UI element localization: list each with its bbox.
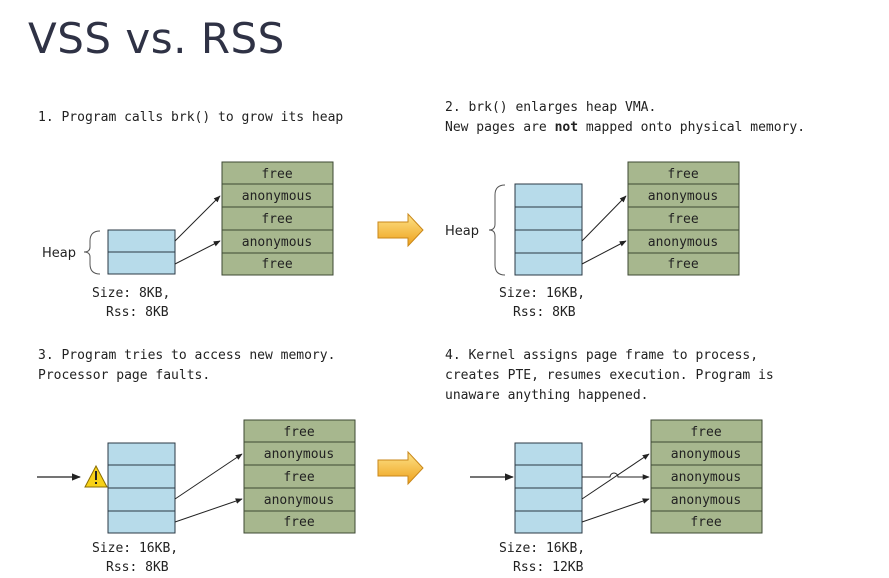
mapping-arrow <box>174 195 221 242</box>
physical-memory-1: free anonymous free anonymous free <box>221 161 334 276</box>
mapping-arrow <box>174 240 221 265</box>
heap-brace-2 <box>488 184 506 276</box>
size-label-4: Size: 16KB, <box>499 541 585 556</box>
heap-brace-1 <box>83 230 101 275</box>
phys3-cell-3: anonymous <box>264 493 334 508</box>
step2-caption-line1: 2. brk() enlarges heap VMA. <box>445 100 656 115</box>
phys3-cell-4: free <box>283 515 314 530</box>
warning-icon <box>84 464 108 488</box>
step3-caption-line1: 3. Program tries to access new memory. <box>38 348 335 363</box>
phys3-cell-2: free <box>283 470 314 485</box>
phys2-cell-3: anonymous <box>648 235 718 250</box>
phys1-cell-0: free <box>261 167 292 182</box>
mapping-arrow <box>581 195 627 242</box>
step4-caption-line1: 4. Kernel assigns page frame to process, <box>445 348 758 363</box>
virtual-heap-1 <box>107 229 176 275</box>
phys2-cell-2: free <box>667 212 698 227</box>
virtual-heap-2 <box>514 183 583 276</box>
heap-label-1: Heap <box>42 246 76 261</box>
virtual-heap-3 <box>107 442 176 534</box>
physical-memory-2: free anonymous free anonymous free <box>627 161 740 276</box>
phys1-cell-2: free <box>261 212 292 227</box>
phys4-cell-3: anonymous <box>671 493 741 508</box>
right-arrow-icon <box>377 212 424 248</box>
phys2-cell-4: free <box>667 257 698 272</box>
physical-memory-4: free anonymous anonymous anonymous free <box>650 419 763 534</box>
mapping-arrow <box>174 498 243 523</box>
virtual-heap-4 <box>514 442 583 534</box>
rss-label-4: Rss: 12KB <box>513 560 584 575</box>
phys4-cell-2: anonymous <box>671 470 741 485</box>
phys2-cell-0: free <box>667 167 698 182</box>
phys2-cell-1: anonymous <box>648 189 718 204</box>
rss-label-1: Rss: 8KB <box>106 305 169 320</box>
heap-label-2: Heap <box>445 224 479 239</box>
size-label-2: Size: 16KB, <box>499 286 585 301</box>
phys1-cell-3: anonymous <box>242 235 312 250</box>
phys4-cell-0: free <box>690 425 721 440</box>
step1-caption: 1. Program calls brk() to grow its heap <box>38 110 343 125</box>
step2-caption-line2: New pages are not mapped onto physical m… <box>445 120 805 135</box>
mapping-arrow <box>581 240 627 265</box>
phys1-cell-4: free <box>261 257 292 272</box>
step3-caption-line2: Processor page faults. <box>38 368 210 383</box>
mapping-arrow <box>581 453 650 500</box>
right-arrow-icon <box>377 450 424 486</box>
step4-caption-line2: creates PTE, resumes execution. Program … <box>445 368 774 383</box>
size-label-1: Size: 8KB, <box>92 286 170 301</box>
rss-label-2: Rss: 8KB <box>513 305 576 320</box>
new-mapping-arrow <box>582 472 650 480</box>
phys3-cell-0: free <box>283 425 314 440</box>
phys1-cell-1: anonymous <box>242 189 312 204</box>
rss-label-3: Rss: 8KB <box>106 560 169 575</box>
phys4-cell-1: anonymous <box>671 447 741 462</box>
mapping-arrow <box>174 453 243 500</box>
physical-memory-3: free anonymous free anonymous free <box>243 419 356 534</box>
step4-caption-line3: unaware anything happened. <box>445 388 649 403</box>
mapping-arrow <box>581 498 650 523</box>
page-title: VSS vs. RSS <box>28 14 285 63</box>
size-label-3: Size: 16KB, <box>92 541 178 556</box>
phys3-cell-1: anonymous <box>264 447 334 462</box>
phys4-cell-4: free <box>690 515 721 530</box>
